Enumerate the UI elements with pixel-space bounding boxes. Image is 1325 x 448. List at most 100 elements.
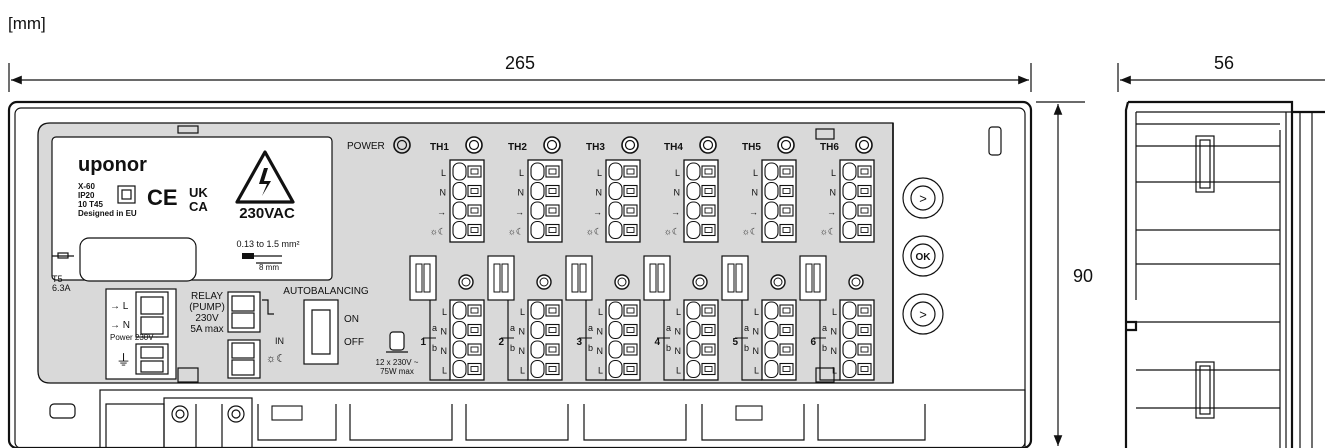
terminal-label: a: [822, 323, 827, 333]
terminal-label: a: [432, 323, 437, 333]
relay-output: RELAY (PUMP) 230V 5A max: [189, 291, 274, 335]
input-label: IN: [275, 336, 284, 346]
input-daynight-icon: ☼☾: [266, 353, 286, 365]
wire-size-text: 0.13 to 1.5 mm²: [236, 239, 299, 249]
thermostat-label: TH3: [586, 142, 605, 153]
power-led-label: POWER: [347, 141, 385, 152]
terminal-label: N: [753, 346, 760, 356]
zone-number: 4: [654, 337, 660, 348]
brand-logo: uponor: [78, 154, 147, 176]
strip-length-text: 8 mm: [259, 263, 279, 272]
terminal-label: a: [510, 323, 515, 333]
zone-connector-clip: [721, 255, 749, 301]
fuse-holder: [79, 237, 197, 282]
zone-number: 2: [498, 337, 504, 348]
cable-slot: [583, 404, 687, 441]
autobalancing-switch[interactable]: [303, 299, 339, 365]
thermostat-label: TH1: [430, 142, 449, 153]
ip-rating-text: IP20: [78, 191, 95, 200]
terminal-label: L: [754, 366, 759, 376]
side-clip-bottom: [1195, 361, 1215, 419]
terminal-label: N: [675, 346, 682, 356]
terminal-label: L: [597, 168, 602, 178]
terminal-label: ☼☾: [508, 227, 524, 237]
height-dimension-label: 90: [1073, 266, 1093, 286]
cable-slot: [257, 404, 337, 441]
cable-slot: [465, 404, 569, 441]
thermostat-label: TH6: [820, 142, 839, 153]
autobalancing-on-label: ON: [344, 314, 359, 325]
terminal-label: ☼☾: [664, 227, 680, 237]
down-button[interactable]: >: [902, 293, 944, 335]
terminal-label: L: [676, 366, 681, 376]
terminal-label: N: [441, 346, 448, 356]
relay-label-line1: RELAY: [191, 291, 223, 302]
up-button[interactable]: >: [902, 177, 944, 219]
zone-connector-clip: [565, 255, 593, 301]
power-led: [393, 136, 411, 154]
fuse-rating-line1: T5: [52, 274, 63, 284]
terminal-label: L: [442, 307, 447, 317]
ukca-mark-bottom: CA: [189, 199, 208, 214]
side-view: [1124, 100, 1325, 448]
thermostat-led: [543, 136, 561, 154]
thermostat-led: [777, 136, 795, 154]
power-terminal-block: → L → N Power 230V~ ⏚: [105, 288, 177, 380]
ok-button[interactable]: OK: [902, 235, 944, 277]
actuator-spec-line1: 12 x 230V ~: [376, 358, 419, 367]
screw-left: [171, 405, 189, 423]
autobalancing-off-label: OFF: [344, 337, 364, 348]
unit-label: [mm]: [8, 14, 46, 33]
zone-led: [614, 274, 630, 290]
screw-right: [227, 405, 245, 423]
zone-number: 1: [420, 337, 426, 348]
terminal-label: →: [593, 207, 602, 217]
relay-label-line2: (PUMP): [189, 302, 225, 313]
power-l-label: → L: [110, 301, 129, 312]
terminal-label: L: [753, 168, 758, 178]
terminal-label: b: [510, 343, 515, 353]
terminal-label: N: [596, 188, 603, 198]
terminal-label: L: [520, 307, 525, 317]
terminal-label: N: [674, 188, 681, 198]
terminal-label: →: [437, 207, 446, 217]
zone-led: [848, 274, 864, 290]
thermostat-led: [621, 136, 639, 154]
zone-connector-clip: [409, 255, 437, 301]
terminal-label: b: [822, 343, 827, 353]
terminal-label: N: [440, 188, 447, 198]
terminal-label: ☼☾: [742, 227, 758, 237]
ok-button-label: OK: [916, 252, 932, 263]
zone-led: [458, 274, 474, 290]
zone-led: [692, 274, 708, 290]
terminal-label: N: [831, 327, 838, 337]
terminal-label: L: [831, 168, 836, 178]
terminal-label: L: [598, 366, 603, 376]
terminal-label: N: [441, 327, 448, 337]
down-button-icon: >: [919, 307, 927, 322]
zone-number: 3: [576, 337, 582, 348]
terminal-label: N: [831, 346, 838, 356]
terminal-label: →: [671, 207, 680, 217]
terminal-label: L: [598, 307, 603, 317]
terminal-label: L: [441, 168, 446, 178]
double-insulation-icon: [117, 185, 136, 204]
fuse-rating-line2: 6.3A: [52, 283, 71, 293]
zone-connector-clip: [487, 255, 515, 301]
zone-connector-clip: [799, 255, 827, 301]
side-clip-top: [1195, 135, 1215, 193]
thermostat-label: TH2: [508, 142, 527, 153]
up-button-icon: >: [919, 191, 927, 206]
front-view: uponor X-60 IP20 10 T45 Designed in EU C…: [7, 100, 1033, 448]
terminal-label: L: [832, 307, 837, 317]
